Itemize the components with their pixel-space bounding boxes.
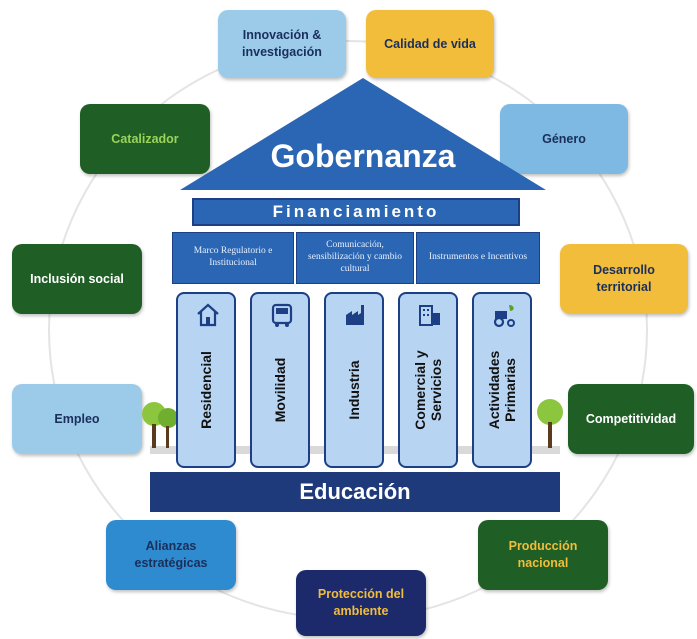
pillar-industria: Industria [324,292,384,468]
tree-left-icon [142,402,178,448]
box-calidad-de-vida: Calidad de vida [366,10,494,78]
pillar-movilidad: Movilidad [250,292,310,468]
pillar-comercial-servicios: Comercial y Servicios [398,292,458,468]
box-proteccion-ambiente: Protección del ambiente [296,570,426,636]
box-produccion-nacional: Producción nacional [478,520,608,590]
box-empleo: Empleo [12,384,142,454]
pillar-residencial: Residencial [176,292,236,468]
base-bar: Educación [150,472,560,512]
box-inclusion-social: Inclusión social [12,244,142,314]
enabler-cell: Comunicación, sensibilización y cambio c… [296,232,414,284]
box-desarrollo-territorial: Desarrollo territorial [560,244,688,314]
box-innovacion: Innovación & investigación [218,10,346,78]
box-catalizador: Catalizador [80,104,210,174]
house-icon [197,303,219,327]
factory-icon [346,305,364,325]
box-genero: Género [500,104,628,174]
enabler-cell: Instrumentos e Incentivos [416,232,540,284]
box-alianzas: Alianzas estratégicas [106,520,236,590]
building-icon [419,305,440,326]
bus-icon [271,303,293,327]
box-competitividad: Competitividad [568,384,694,454]
tree-right-icon [537,399,563,448]
pillar-actividades-primarias: Actividades Primarias [472,292,532,468]
roof-title: Gobernanza [270,138,456,174]
financing-bar: Financiamiento [192,198,520,226]
tractor-icon [493,305,515,328]
enabler-cell: Marco Regulatorio e Institucional [172,232,294,284]
